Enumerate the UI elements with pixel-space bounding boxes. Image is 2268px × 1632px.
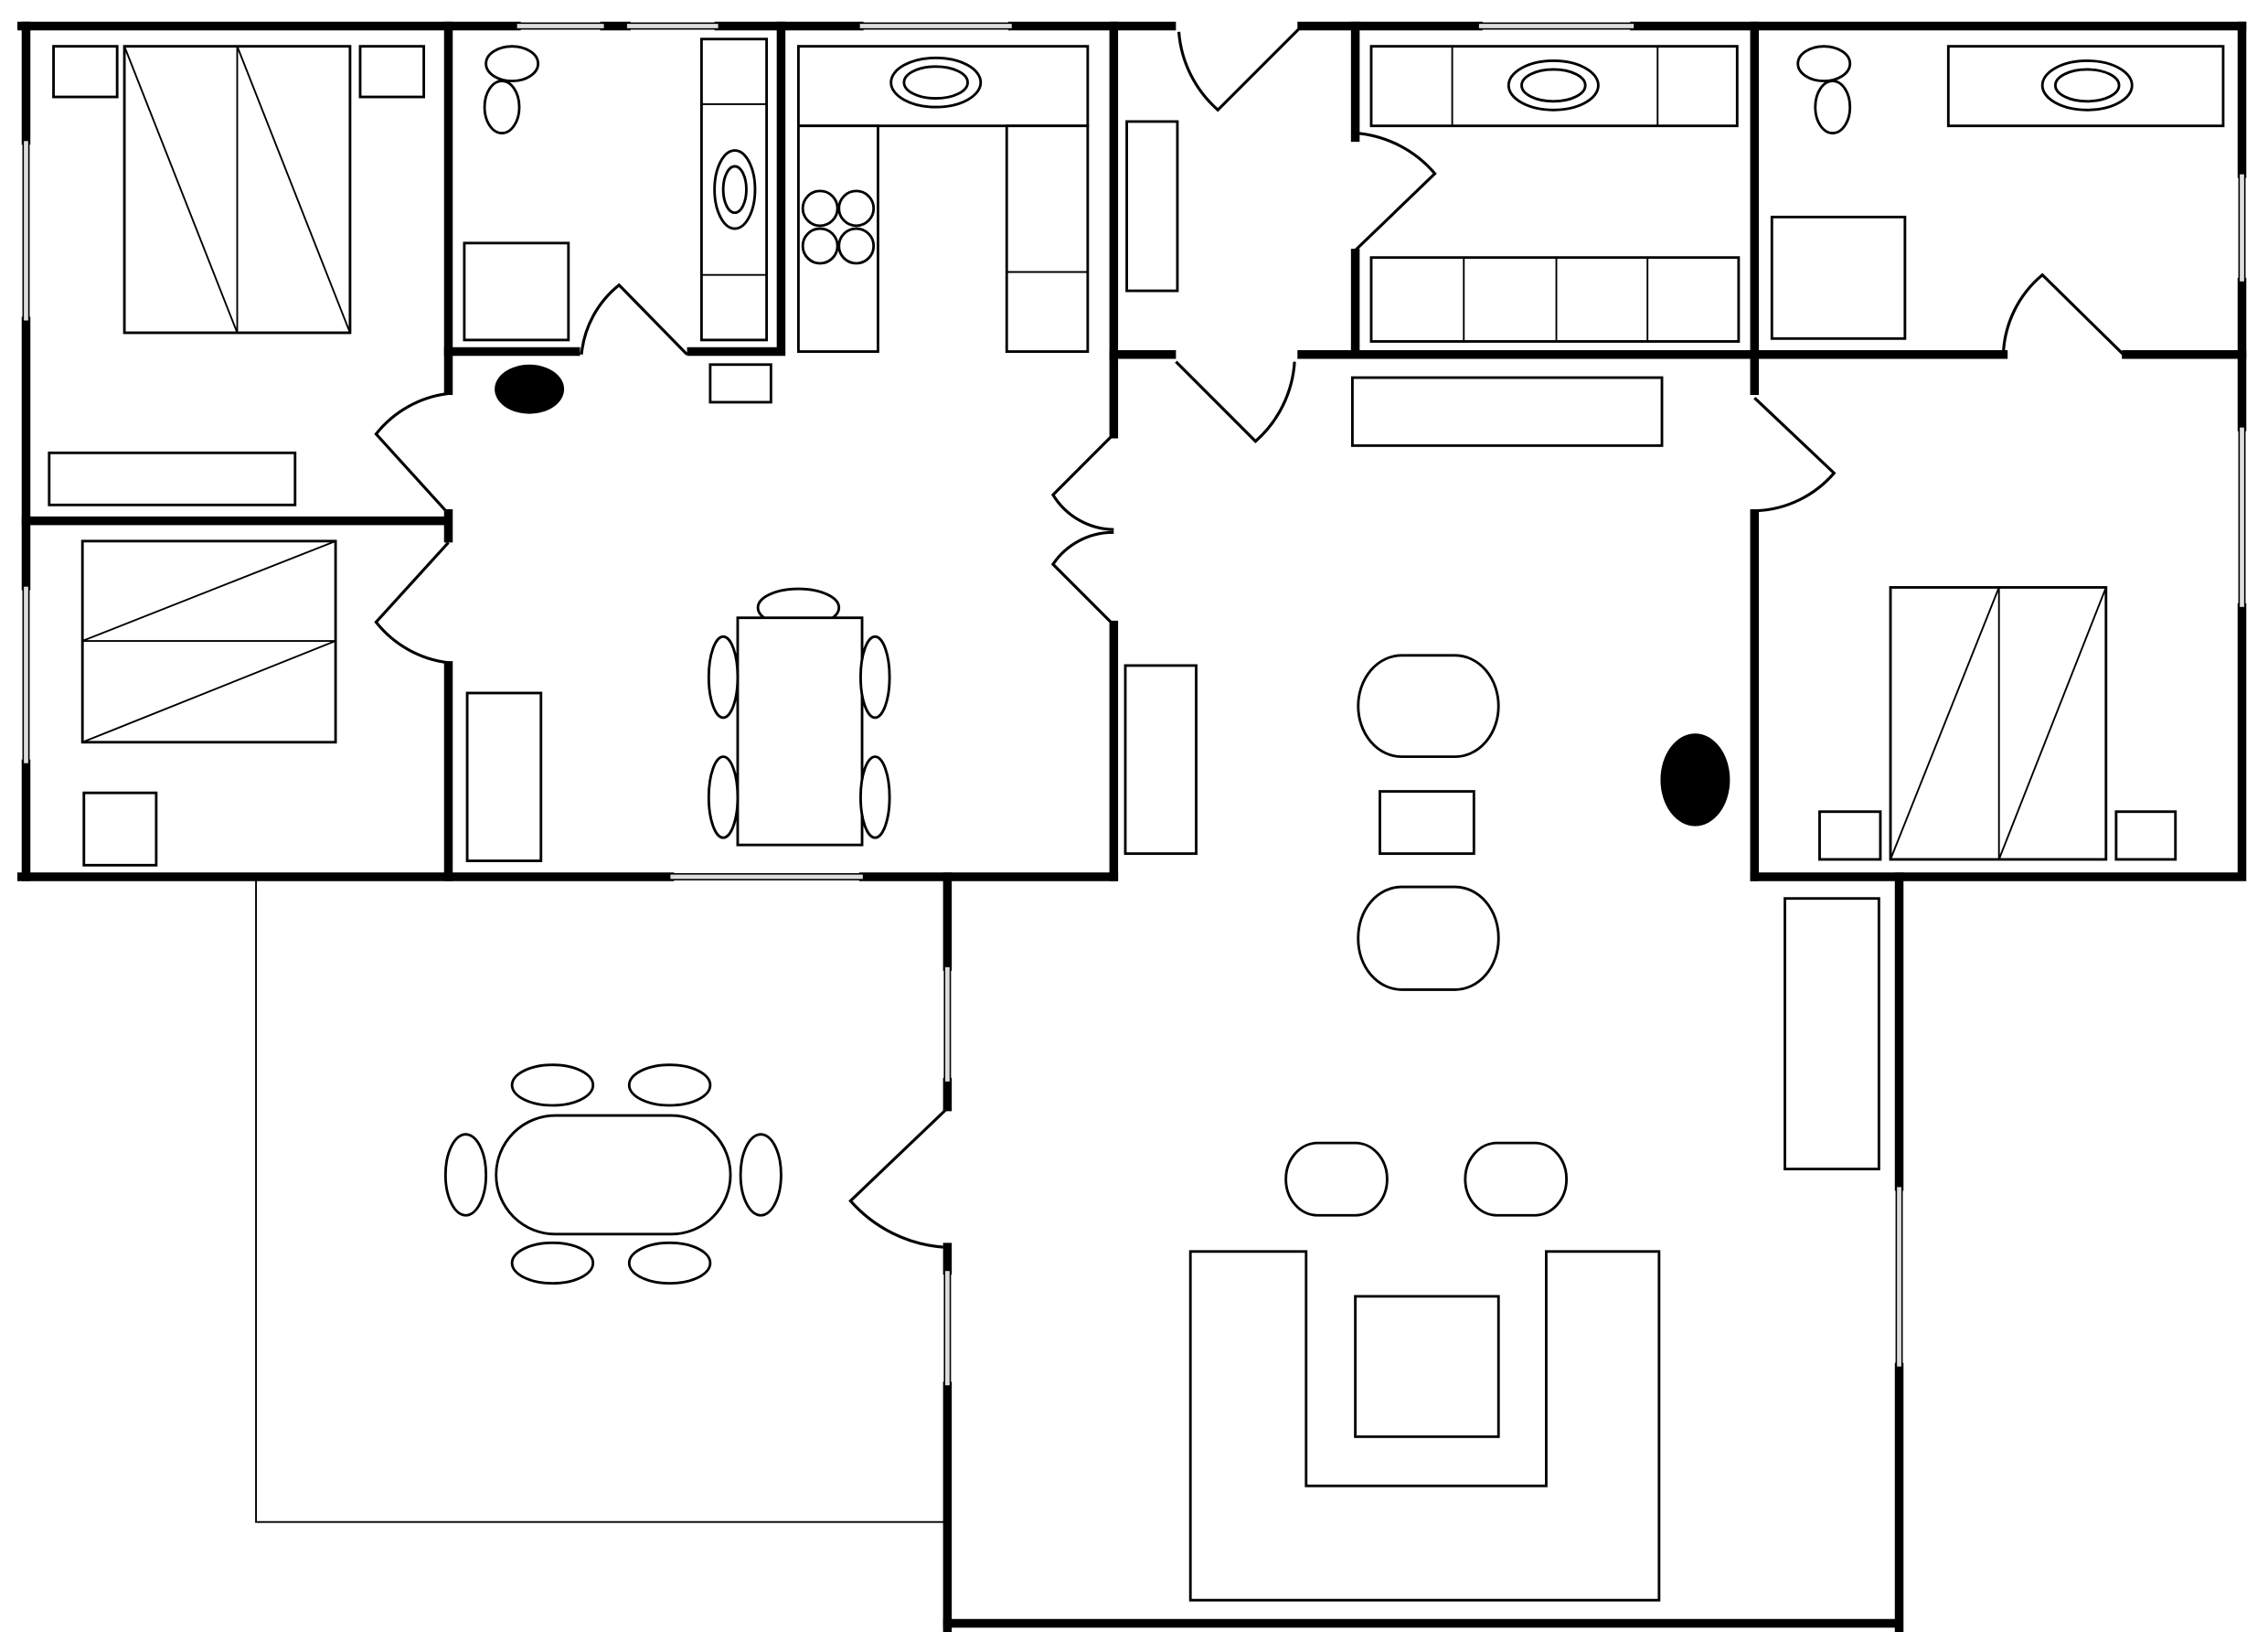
window-icon <box>943 1269 952 1387</box>
nightstand-icon <box>82 791 158 867</box>
bathroom-1 <box>463 37 772 414</box>
door-icon <box>1354 132 1437 251</box>
door-icon <box>1050 432 1115 531</box>
door-icon <box>1753 397 1837 513</box>
door-icon <box>1177 25 1304 112</box>
window-icon <box>2238 426 2246 609</box>
stool-icon <box>1464 1141 1569 1217</box>
cabinet-icon <box>1125 120 1179 293</box>
table-icon <box>495 1114 732 1236</box>
shower-icon <box>1770 215 1907 340</box>
shower-icon <box>463 241 570 342</box>
doors <box>374 25 2124 1249</box>
bedroom-1 <box>48 45 426 507</box>
cabinet-icon <box>1784 897 1880 1171</box>
stool-icon <box>1284 1141 1389 1217</box>
window-icon <box>22 585 30 765</box>
toilet-icon <box>1796 45 1852 135</box>
sofa-icon <box>1188 1250 1661 1602</box>
door-icon <box>848 1107 949 1249</box>
chair-icon <box>859 755 891 839</box>
chair-icon <box>510 1063 595 1107</box>
nightstand-icon <box>1818 810 1882 861</box>
chair-icon <box>627 1241 712 1285</box>
door-icon <box>1050 530 1115 626</box>
window-icon <box>2238 173 2246 283</box>
chair-icon <box>627 1063 712 1107</box>
chair-icon <box>443 1133 488 1217</box>
dresser-icon <box>48 451 297 507</box>
armchair-icon <box>1357 885 1500 991</box>
door-icon <box>580 283 688 356</box>
bed-icon <box>80 539 337 744</box>
window-icon <box>858 22 1014 30</box>
chair-icon <box>859 635 891 720</box>
armchair-icon <box>1357 654 1500 759</box>
bathroom-3 <box>1770 45 2225 340</box>
coffee-table-icon <box>1354 1295 1500 1438</box>
chair-icon <box>707 755 740 839</box>
door-icon <box>374 391 450 515</box>
door-icon <box>2001 272 2124 356</box>
nightstand-icon <box>52 45 119 99</box>
door-icon <box>374 541 450 665</box>
wardrobe-icon <box>1369 256 1741 343</box>
windows <box>22 22 2246 1387</box>
stove-icon <box>801 189 876 265</box>
bedroom-2 <box>80 539 337 867</box>
chair-icon <box>707 635 740 720</box>
cabinet-icon <box>1123 664 1198 856</box>
mat-icon <box>708 363 772 404</box>
window-icon <box>668 873 865 880</box>
window-icon <box>943 965 952 1083</box>
patio <box>443 1063 783 1285</box>
nightstand-icon <box>358 45 426 99</box>
sideboard-icon <box>465 691 543 862</box>
kitchen <box>796 45 1090 353</box>
column-icon <box>495 364 565 414</box>
chair-icon <box>739 1133 783 1217</box>
door-icon <box>1175 360 1296 443</box>
window-icon <box>625 22 720 30</box>
bathroom-2 <box>1369 45 1741 343</box>
bed-icon <box>1889 586 2108 861</box>
window-icon <box>1895 1185 1903 1369</box>
bedroom-3 <box>1818 586 2177 861</box>
column-icon <box>1660 733 1730 827</box>
dining-room <box>465 587 891 862</box>
window-icon <box>1477 22 1635 30</box>
tv-stand-icon <box>1350 376 1664 447</box>
living-room <box>1188 376 1880 1602</box>
chair-icon <box>510 1241 595 1285</box>
nightstand-icon <box>2114 810 2177 861</box>
window-icon <box>516 22 606 30</box>
bathtub-icon <box>699 37 769 342</box>
coffee-table-icon <box>1379 790 1475 856</box>
toilet-icon <box>483 45 540 135</box>
walls <box>16 21 2247 1632</box>
bed-icon <box>122 45 352 335</box>
window-icon <box>22 139 30 323</box>
table-icon <box>736 616 864 847</box>
